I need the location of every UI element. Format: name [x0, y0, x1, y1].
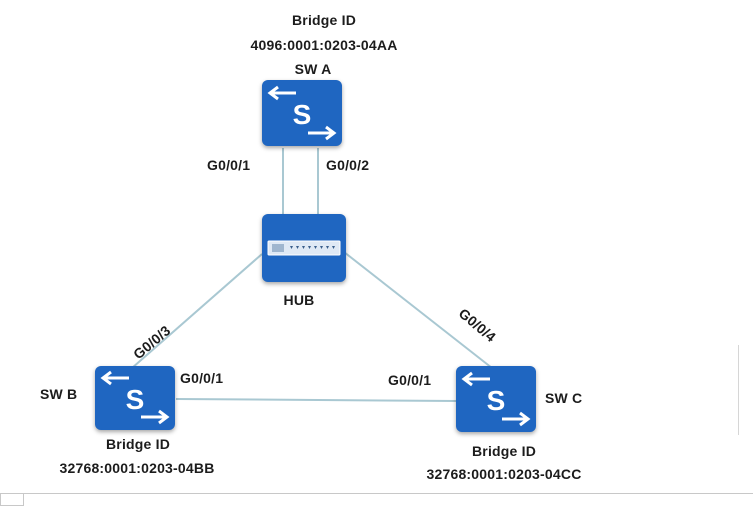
swc-port-g001-label: G0/0/1 [388, 372, 432, 388]
swb-bridge-id-label: Bridge ID [105, 436, 171, 452]
swa-name: SW A [294, 61, 332, 77]
swa-bridge-id-label: Bridge ID [291, 12, 357, 28]
switch-icon: S [100, 370, 170, 425]
swb-port-g001-label: G0/0/1 [180, 370, 224, 386]
link-swb-to-swc [175, 398, 458, 402]
switch-c[interactable]: S [456, 366, 536, 432]
link-hub-to-swb [131, 253, 263, 369]
swb-bridge-id-value: 32768:0001:0203-04BB [59, 460, 215, 476]
swb-name: SW B [40, 386, 78, 402]
swc-bridge-id-value: 32768:0001:0203-04CC [426, 466, 582, 482]
swc-name: SW C [545, 390, 583, 406]
right-edge-rule [738, 345, 739, 435]
switch-icon: S [461, 371, 531, 427]
switch-b[interactable]: S [95, 366, 175, 430]
corner-box [0, 493, 24, 506]
swc-bridge-id-label: Bridge ID [471, 443, 537, 459]
hub-device[interactable] [262, 214, 346, 282]
swa-bridge-id-value: 4096:0001:0203-04AA [250, 37, 398, 53]
svg-text:S: S [293, 99, 312, 130]
switch-a[interactable]: S [262, 80, 342, 146]
svg-text:S: S [126, 384, 145, 415]
hub-name: HUB [283, 292, 315, 308]
swa-port-g001-label: G0/0/1 [207, 157, 251, 173]
switch-icon: S [267, 85, 337, 141]
link-hub-to-swc [343, 251, 493, 369]
bottom-edge-rule [0, 493, 753, 494]
swa-port-g002-label: G0/0/2 [326, 157, 370, 173]
hub-icon [267, 240, 341, 256]
svg-text:S: S [487, 385, 506, 416]
